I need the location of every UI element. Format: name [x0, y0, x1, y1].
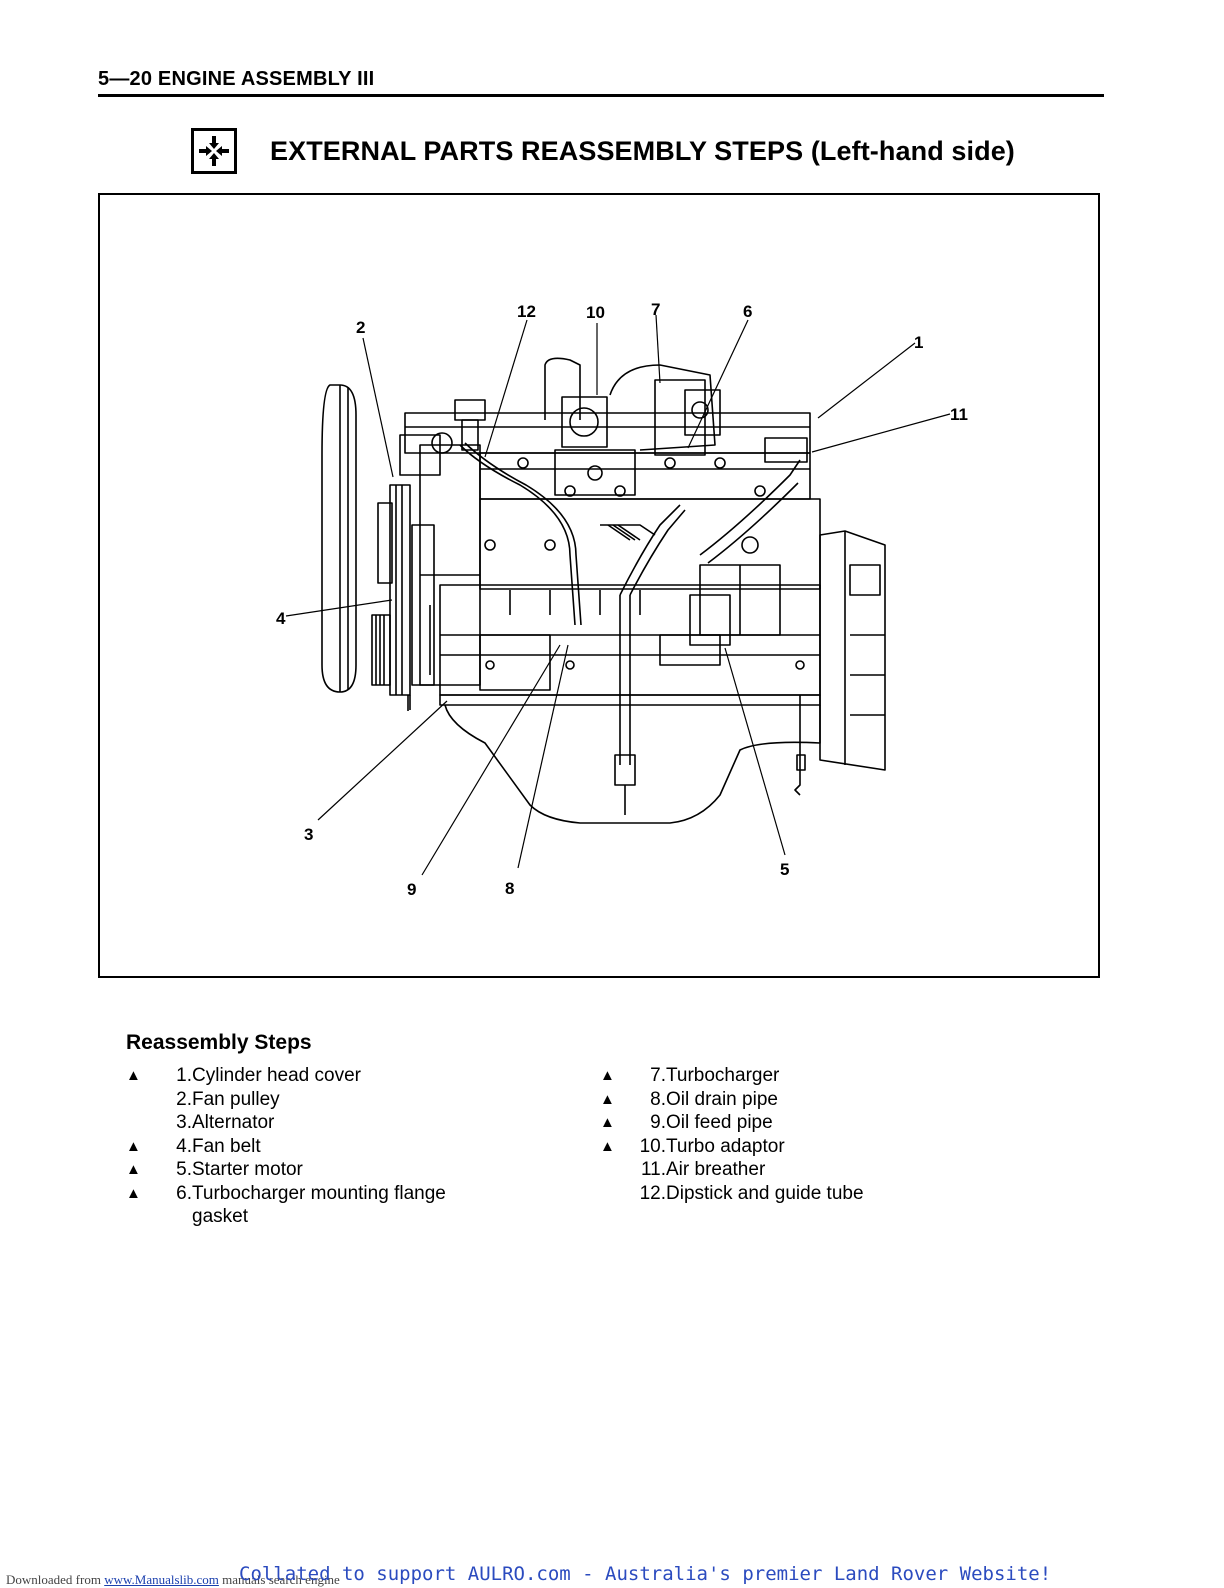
engine-drawing: 1 2 3 4 5 6 7 8 9 10 11 12 — [276, 300, 968, 899]
required-marker: ▲ — [600, 1090, 615, 1108]
callout-8: 8 — [505, 879, 514, 898]
starter-motor-drawing — [689, 564, 781, 646]
callout-10: 10 — [586, 303, 605, 322]
pulley-drawing — [371, 484, 435, 711]
callout-11: 11 — [950, 405, 968, 424]
required-marker: ▲ — [600, 1114, 615, 1131]
required-marker: ▲ — [126, 1067, 141, 1084]
turbocharger-drawing — [544, 357, 721, 496]
engine-diagram: 1 2 3 4 5 6 7 8 9 10 11 12 — [98, 193, 1100, 978]
flywheel-housing-drawing — [794, 530, 886, 796]
steps-heading: Reassembly Steps — [126, 1031, 312, 1054]
page-title: EXTERNAL PARTS REASSEMBLY STEPS (Left-ha… — [270, 136, 1015, 166]
aulro-banner: Collated to support AULRO.com - Australi… — [239, 1563, 1052, 1585]
required-marker: ▲ — [600, 1067, 615, 1084]
fan-drawing — [321, 384, 357, 693]
reassembly-arrows-icon — [191, 128, 237, 174]
leader-lines — [285, 314, 951, 876]
header-rule — [98, 94, 1104, 97]
callout-6: 6 — [743, 302, 752, 321]
download-footer: Downloaded from www.Manualslib.com manua… — [6, 1572, 340, 1587]
required-marker: ▲ — [126, 1137, 141, 1155]
required-marker: ▲ — [600, 1137, 615, 1155]
required-marker: ▲ — [126, 1184, 141, 1202]
callout-12: 12 — [517, 302, 536, 321]
callout-7: 7 — [651, 300, 660, 319]
callout-5: 5 — [780, 860, 789, 879]
manualslib-link[interactable]: www.Manualslib.com — [104, 1572, 219, 1587]
callout-4: 4 — [276, 609, 286, 628]
oil-pan-drawing — [444, 704, 821, 824]
callout-1: 1 — [914, 333, 923, 352]
oil-pipes-drawing — [459, 442, 801, 815]
required-marker: ▲ — [126, 1161, 141, 1178]
section-header: 5—20 ENGINE ASSEMBLY III — [98, 68, 375, 90]
oil-filler-drawing — [454, 399, 486, 451]
callout-2: 2 — [356, 318, 365, 337]
callout-3: 3 — [304, 825, 313, 844]
callout-9: 9 — [407, 880, 416, 899]
